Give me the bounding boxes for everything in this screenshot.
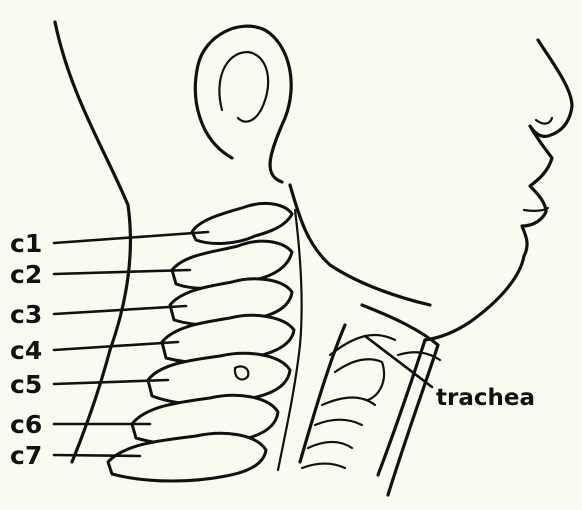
ear — [195, 26, 291, 182]
trachea — [300, 305, 440, 495]
label-c2: c2 — [10, 260, 42, 289]
label-c5: c5 — [10, 370, 42, 399]
face-profile — [425, 40, 572, 340]
vertebra-c1 — [192, 203, 292, 243]
nostril-mark — [536, 118, 552, 124]
label-c7: c7 — [10, 441, 42, 470]
label-c3: c3 — [10, 300, 42, 329]
leader-trachea — [365, 336, 432, 387]
leader-c2 — [54, 270, 190, 274]
jaw-line — [290, 185, 430, 305]
leader-c4 — [54, 342, 178, 350]
label-c6: c6 — [10, 410, 42, 439]
label-c4: c4 — [10, 336, 42, 365]
leader-c7 — [54, 455, 140, 456]
label-c1: c1 — [10, 229, 42, 258]
label-trachea: trachea — [436, 385, 535, 411]
